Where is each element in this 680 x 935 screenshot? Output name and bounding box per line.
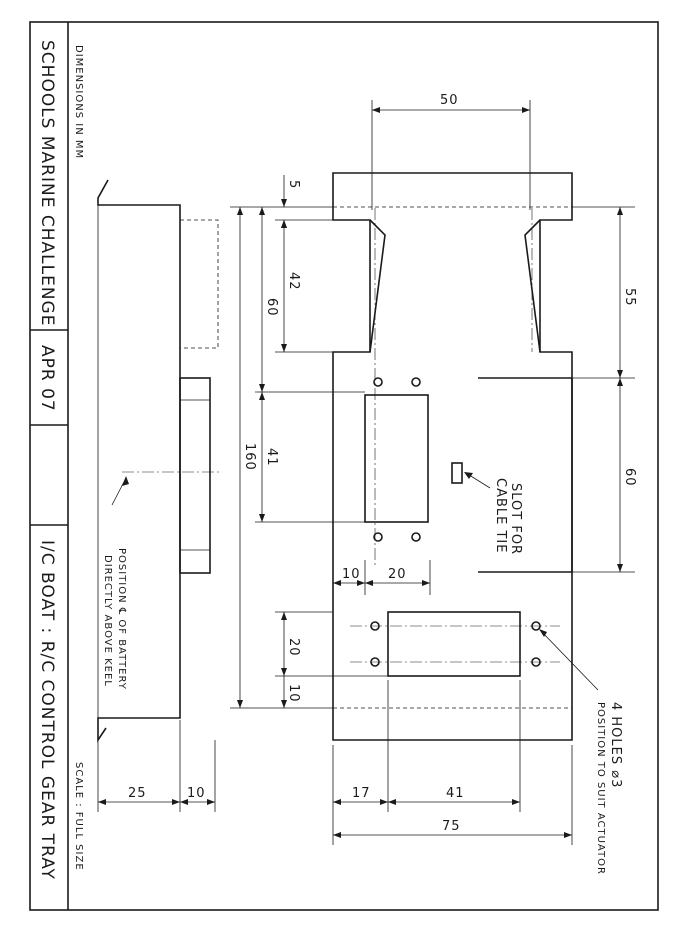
tray-outline bbox=[332, 172, 573, 741]
dim-20-a: 20 bbox=[388, 567, 407, 582]
dim-41-left: 41 bbox=[264, 448, 279, 467]
arrow-50-l bbox=[372, 107, 380, 113]
dim-75: 75 bbox=[442, 819, 461, 834]
battery-leader-arrow bbox=[122, 476, 129, 486]
hole-rx-3 bbox=[373, 532, 383, 542]
arrow-42-b bbox=[281, 344, 287, 352]
battery-outline bbox=[179, 377, 211, 574]
battery-note-2: DIRECTLY ABOVE KEEL bbox=[102, 555, 113, 687]
arrow-17-l bbox=[333, 799, 341, 805]
arrow-60r-t bbox=[617, 378, 623, 386]
units-note: DIMENSIONS IN MM bbox=[73, 45, 84, 159]
arrow-50-r bbox=[522, 107, 530, 113]
arrow-17-r bbox=[380, 799, 388, 805]
slot-leader-arrow bbox=[464, 472, 473, 479]
dim-17: 17 bbox=[352, 786, 371, 801]
dim-10-side: 10 bbox=[187, 786, 206, 801]
cable-tie-slot bbox=[451, 462, 463, 484]
arrow-5-b bbox=[281, 220, 287, 228]
arrow-60r-b bbox=[617, 564, 623, 572]
project-name: SCHOOLS MARINE CHALLENGE bbox=[37, 40, 57, 326]
drawing-date: APR 07 bbox=[37, 345, 57, 412]
dim-41-bottom: 41 bbox=[446, 786, 465, 801]
arrow-10-l bbox=[180, 799, 188, 805]
arrow-5-a bbox=[281, 199, 287, 207]
dim-42: 42 bbox=[286, 272, 301, 291]
dim-5: 5 bbox=[286, 180, 301, 189]
arrow-41b-l bbox=[388, 799, 396, 805]
dim-10-a: 10 bbox=[342, 567, 361, 582]
dim-60-left: 60 bbox=[264, 298, 279, 317]
arrow-60-t bbox=[259, 207, 265, 215]
arrow-75-l bbox=[333, 832, 341, 838]
dim-10-b: 10 bbox=[286, 684, 301, 703]
arrow-10-r bbox=[207, 799, 215, 805]
arrow-10-a-l bbox=[333, 580, 341, 586]
arrow-20-a-r bbox=[422, 580, 430, 586]
hole-rx-1 bbox=[373, 377, 383, 387]
dim-60-right: 60 bbox=[622, 468, 637, 487]
arrow-20-b-t bbox=[281, 612, 287, 620]
arrow-10-a-r bbox=[357, 580, 365, 586]
arrow-55-b bbox=[617, 370, 623, 378]
dim-55: 55 bbox=[622, 288, 637, 307]
arrow-41-t bbox=[259, 392, 265, 400]
arrow-20-b-b bbox=[281, 668, 287, 676]
servo-cutout bbox=[387, 611, 521, 677]
side-view: POSITION ℄ OF BATTERY DIRECTLY ABOVE KEE… bbox=[97, 179, 220, 812]
arrow-25-r bbox=[172, 799, 180, 805]
arrow-60-b bbox=[259, 384, 265, 392]
sheet-border bbox=[29, 21, 659, 911]
slot-note-1: SLOT FOR bbox=[508, 483, 523, 555]
holes-note-1: 4 HOLES ⌀3 bbox=[608, 702, 623, 788]
arrow-25-l bbox=[98, 799, 106, 805]
tab-right bbox=[524, 219, 541, 353]
slot-note-2: CABLE TIE bbox=[493, 478, 508, 553]
receiver-cutout bbox=[364, 394, 429, 523]
drawing-title: I/C BOAT : R/C CONTROL GEAR TRAY bbox=[37, 540, 57, 880]
plan-view: 50 160 60 42 5 41 1 bbox=[230, 93, 637, 875]
dim-50: 50 bbox=[440, 93, 459, 108]
hole-rx-2 bbox=[411, 377, 421, 387]
hole-rx-4 bbox=[411, 532, 421, 542]
dim-160: 160 bbox=[242, 443, 257, 471]
arrow-75-r bbox=[564, 832, 572, 838]
battery-note-1: POSITION ℄ OF BATTERY bbox=[116, 548, 127, 690]
arrow-160-t bbox=[237, 207, 243, 215]
dim-25: 25 bbox=[128, 786, 147, 801]
holes-leader-arrow bbox=[539, 629, 547, 637]
title-block: SCHOOLS MARINE CHALLENGE APR 07 I/C BOAT… bbox=[37, 40, 84, 880]
arrow-41-b bbox=[259, 514, 265, 522]
dim-20-b: 20 bbox=[286, 638, 301, 657]
tab-left bbox=[369, 219, 386, 353]
scale-note: SCALE : FULL SIZE bbox=[73, 762, 84, 871]
holes-note-2: POSITION TO SUIT ACTUATOR bbox=[595, 702, 606, 875]
arrow-41b-r bbox=[512, 799, 520, 805]
arrow-20-a-l bbox=[365, 580, 373, 586]
battery-clip bbox=[478, 377, 573, 573]
receiver-outline bbox=[180, 219, 219, 349]
arrow-55-t bbox=[617, 207, 623, 215]
arrow-160-b bbox=[237, 700, 243, 708]
holes-leader bbox=[539, 629, 599, 691]
arrow-10-b-b bbox=[281, 700, 287, 708]
